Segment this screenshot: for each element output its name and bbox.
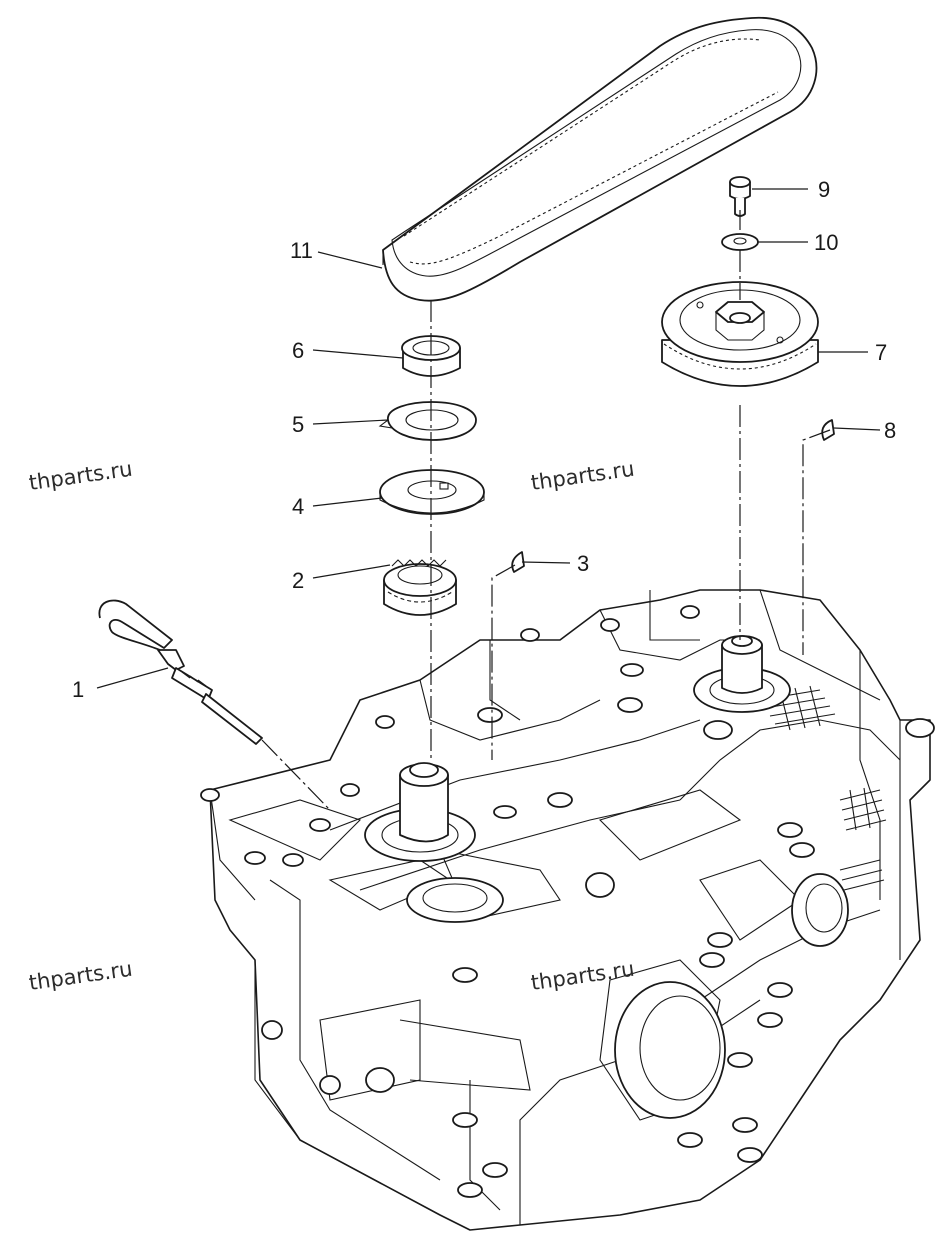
watermark-4: thparts.ru	[529, 957, 635, 995]
washer	[721, 233, 759, 251]
callout-9: 9	[818, 177, 830, 202]
leader-lines	[96, 188, 881, 689]
thrust-plate	[379, 469, 485, 515]
timing-belt	[382, 16, 818, 302]
callout-11: 11	[290, 238, 313, 263]
callout-6: 6	[292, 338, 304, 363]
dipstick	[98, 599, 263, 745]
callout-4: 4	[292, 494, 304, 519]
callout-10: 10	[814, 230, 838, 255]
callout-3: 3	[577, 551, 589, 576]
callout-1: 1	[72, 677, 84, 702]
watermarks: thparts.ru thparts.ru thparts.ru thparts…	[27, 457, 635, 995]
woodruff-key-cam	[821, 419, 835, 441]
callout-7: 7	[875, 340, 887, 365]
callout-2: 2	[292, 568, 304, 593]
callout-labels: 1 2 3 4 5 6 7 8 9 10 11	[72, 177, 896, 702]
crank-sprocket	[383, 559, 457, 616]
woodruff-key-crank	[511, 551, 525, 573]
lock-washer	[378, 401, 477, 441]
engine-block	[200, 589, 935, 1231]
watermark-2: thparts.ru	[529, 457, 635, 495]
watermark-1: thparts.ru	[27, 457, 133, 495]
assembly-axes	[261, 210, 831, 811]
watermark-3: thparts.ru	[27, 957, 133, 995]
cam-pulley	[661, 281, 819, 387]
callout-5: 5	[292, 412, 304, 437]
callout-8: 8	[884, 418, 896, 443]
